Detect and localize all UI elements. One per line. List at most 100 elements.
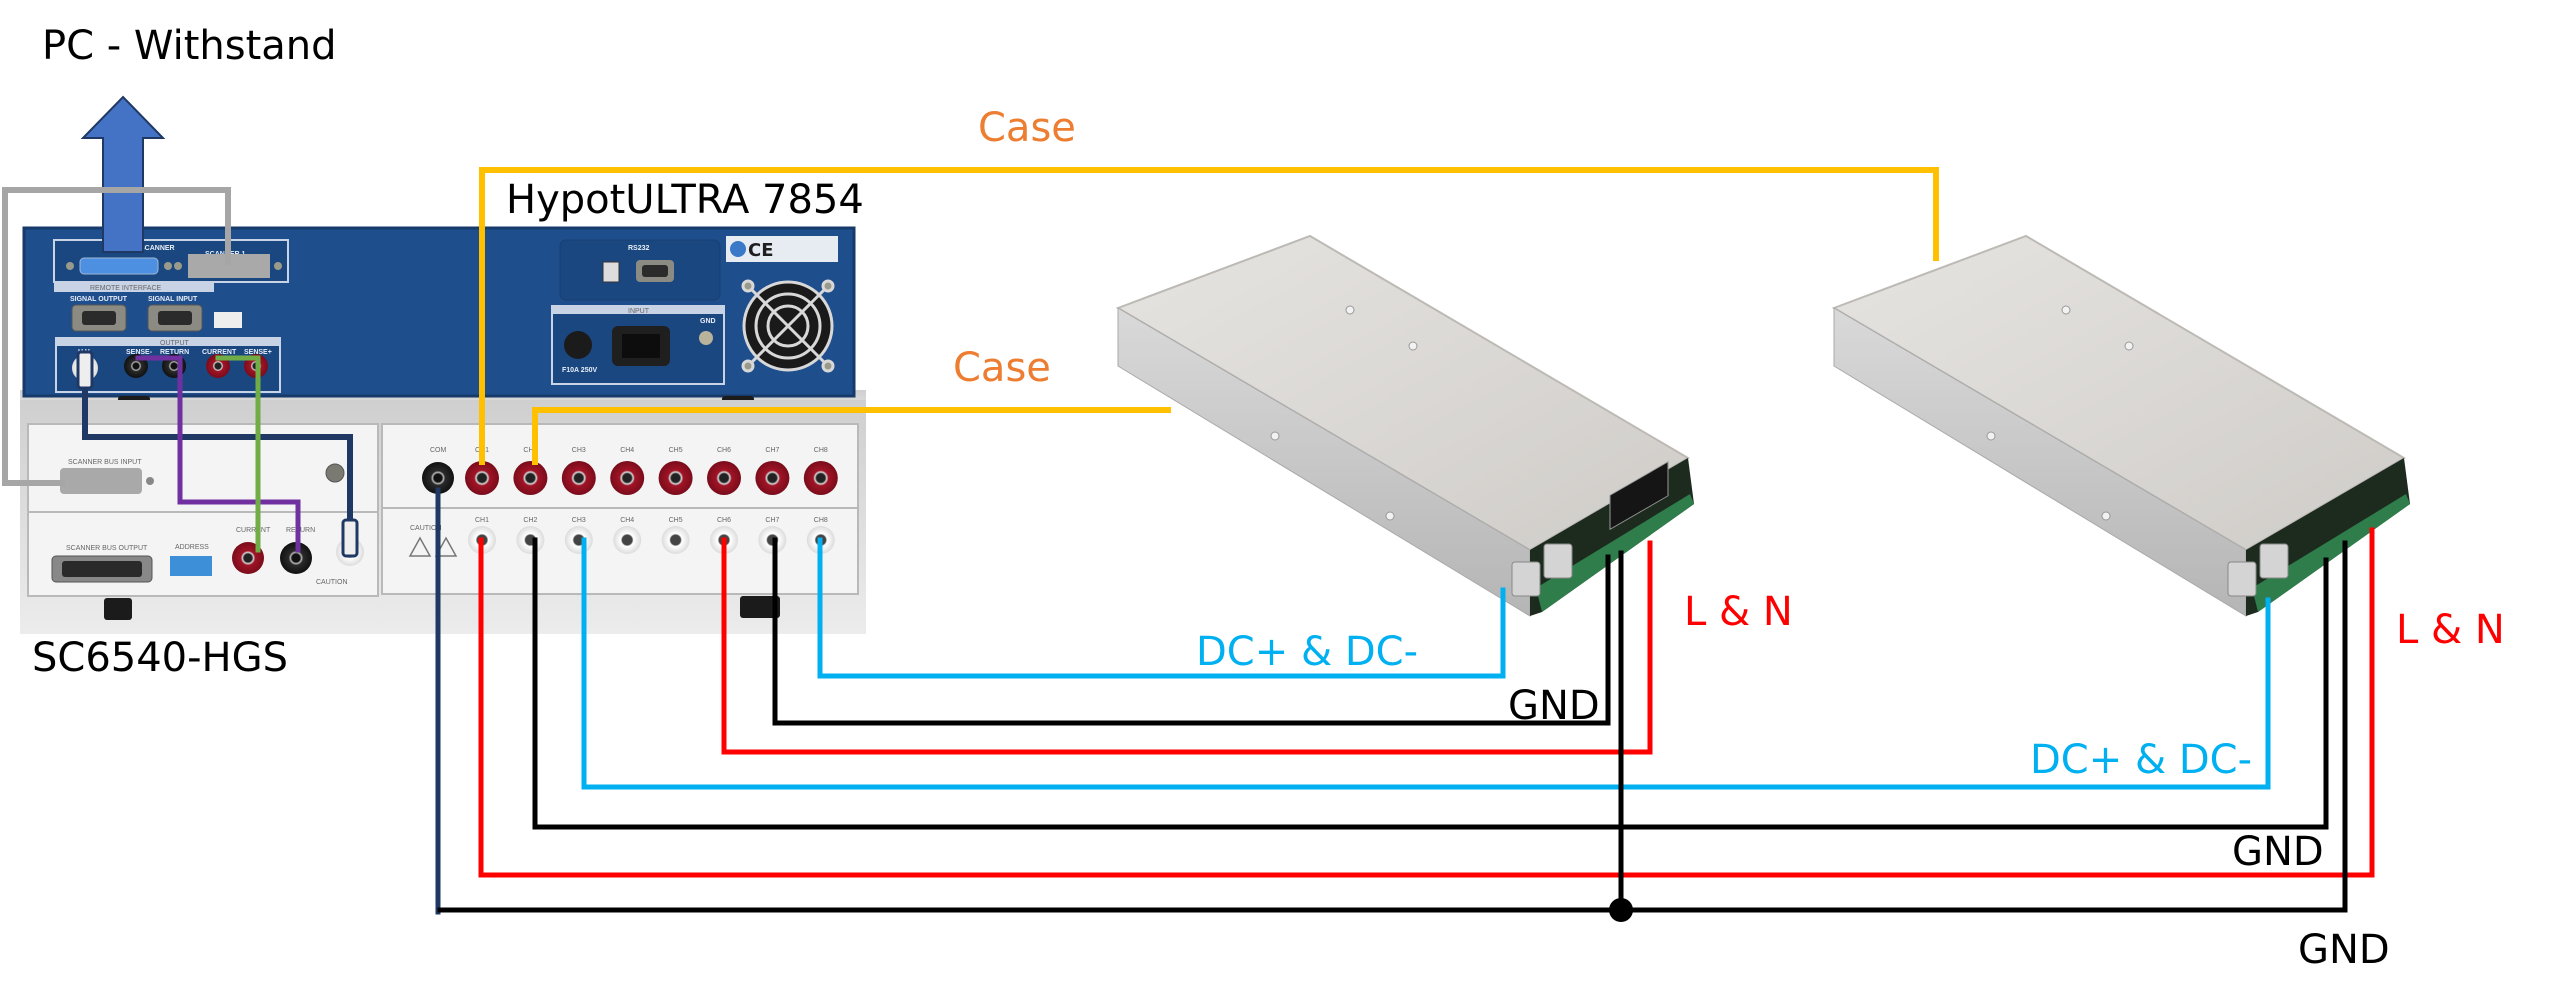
gnd-junction-dot <box>1609 898 1633 922</box>
hypot-ultra-7854-device: SCANNER SCANNER 1 REMOTE INTERFACE SIGNA… <box>20 226 866 420</box>
hv-channel-label: CH8 <box>814 447 828 454</box>
hv-channel-terminal[interactable] <box>707 461 741 495</box>
panel-label-sense-minus: SENSE- <box>126 349 153 356</box>
caution-warning-icon <box>434 536 458 557</box>
panel-label-output: OUTPUT <box>160 340 190 347</box>
panel-label-com: COM <box>430 447 447 454</box>
safety-logo-icon <box>730 241 746 257</box>
panel-label-signal-output: SIGNAL OUTPUT <box>70 296 128 303</box>
fan-grille-icon <box>741 279 835 373</box>
psu2-ln-wire[interactable] <box>478 527 2375 878</box>
panel-label-gnd: GND <box>700 318 716 325</box>
hv-channel-terminal[interactable] <box>755 461 790 495</box>
panel-label-caution-right: CAUTION <box>410 525 442 532</box>
hv-plug <box>341 518 359 558</box>
hv-channel-terminal[interactable] <box>658 461 693 495</box>
fuse-holder <box>564 331 592 359</box>
hv-channel-terminal[interactable] <box>561 461 596 495</box>
panel-label-return: RETURN <box>160 349 189 356</box>
scanner-bus-input-gray-cover <box>60 468 142 494</box>
panel-label-caution-left: CAUTION <box>316 579 348 586</box>
current-sense-cable <box>215 355 261 553</box>
psu-1-dc-terminal <box>1511 561 1541 597</box>
return-channel-jack[interactable] <box>564 526 593 554</box>
sc6540-hgs-scanner-device: SCANNER BUS INPUT SCANNER BUS OUTPUT ADD… <box>20 400 866 634</box>
psu1-gnd-wire[interactable] <box>772 537 1611 726</box>
panel-label-input: INPUT <box>628 308 650 315</box>
hv-channel-label: CH5 <box>669 447 683 454</box>
return-channel-label: CH5 <box>669 517 683 524</box>
psu1-dc-wire[interactable] <box>817 537 1506 679</box>
hv-cable <box>82 382 353 523</box>
hv-channel-label: CH3 <box>572 447 586 454</box>
case-wire-psu2[interactable] <box>479 167 1939 465</box>
psu-1-ac-terminal-block <box>1609 461 1669 531</box>
psu2-gnd-wire[interactable] <box>532 537 2329 830</box>
scanner-db25-port <box>79 257 159 275</box>
psu1-dc-label: DC+ & DC- <box>1196 629 1419 675</box>
scanner-device-label: SC6540-HGS <box>32 635 289 681</box>
panel-label-scanner-current: CURRENT <box>236 527 271 534</box>
usb-b-port <box>602 261 620 283</box>
scanner-return-terminal[interactable] <box>280 542 312 574</box>
return-channel-jack[interactable] <box>516 526 545 554</box>
hv-channel-terminal[interactable] <box>465 461 499 495</box>
psu-2-dc-terminal <box>2227 561 2257 597</box>
panel-label-fuse: F10A 250V <box>562 367 597 374</box>
psu2-ln-label: L & N <box>2396 607 2505 653</box>
return-channel-label: CH7 <box>765 517 779 524</box>
case-label-lower: Case <box>953 345 1051 391</box>
ground-screw <box>325 463 345 483</box>
scanner-bus-cable <box>2 187 231 486</box>
common-gnd-bus[interactable] <box>437 540 2348 913</box>
hv-channel-label: CH4 <box>620 447 634 454</box>
psu1-ln-wire[interactable] <box>721 537 1653 755</box>
psu2-dc-label: DC+ & DC- <box>2030 737 2253 783</box>
common-gnd-label: GND <box>2298 927 2390 973</box>
psu2-gnd-label: GND <box>2232 829 2324 875</box>
panel-label-sense-plus: SENSE+ <box>244 349 272 356</box>
pc-withstand-arrow-icon <box>80 95 166 253</box>
hv-plug <box>76 350 94 390</box>
return-channel-label: CH6 <box>717 517 731 524</box>
panel-label-signal-input: SIGNAL INPUT <box>148 296 198 303</box>
hypot-device-label: HypotULTRA 7854 <box>506 180 864 223</box>
hv-channel-terminal[interactable] <box>513 461 548 495</box>
hv-warning-icon <box>408 536 432 557</box>
panel-label-address: ADDRESS <box>175 544 209 551</box>
return-channel-jack[interactable] <box>613 526 642 554</box>
remote-interface-tab <box>54 282 214 292</box>
scanner-com-terminal[interactable] <box>422 462 454 494</box>
hv-channel-label: CH6 <box>717 447 731 454</box>
psu-1-pcb <box>1536 494 1694 612</box>
return-channel-label: CH4 <box>620 517 634 524</box>
address-dip-switch[interactable] <box>170 556 212 576</box>
psu-2-pcb <box>2252 494 2410 612</box>
scanner-foot <box>104 598 132 620</box>
psu2-dc-wire[interactable] <box>581 537 2271 790</box>
return-channel-label: CH1 <box>475 517 489 524</box>
case-wire-psu1[interactable] <box>532 407 1171 465</box>
cal-sticker <box>214 312 242 328</box>
hv-channel-label: CH2 <box>523 447 537 454</box>
return-channel-jack[interactable] <box>661 526 690 554</box>
return-channel-label: CH3 <box>572 517 586 524</box>
psu1-ln-label: L & N <box>1684 589 1793 635</box>
panel-label-rs232: RS232 <box>628 245 650 252</box>
panel-label-remote-interface: REMOTE INTERFACE <box>90 285 162 292</box>
psu-1 <box>1115 234 1694 617</box>
panel-label-bus-output: SCANNER BUS OUTPUT <box>66 545 148 552</box>
psu-1-dc-terminal <box>1543 543 1573 579</box>
return-channel-label: CH8 <box>814 517 828 524</box>
pc-withstand-label: PC - Withstand <box>42 23 337 69</box>
psu-2-dc-terminal <box>2259 543 2289 579</box>
return-sense-cable <box>135 355 301 553</box>
return-channel-jack[interactable] <box>758 526 787 554</box>
hv-channel-terminal[interactable] <box>803 461 838 495</box>
gnd-post[interactable] <box>699 331 713 345</box>
hv-channel-terminal[interactable] <box>610 461 645 495</box>
ce-mark: CE <box>748 240 774 261</box>
scanner-foot <box>740 596 780 618</box>
